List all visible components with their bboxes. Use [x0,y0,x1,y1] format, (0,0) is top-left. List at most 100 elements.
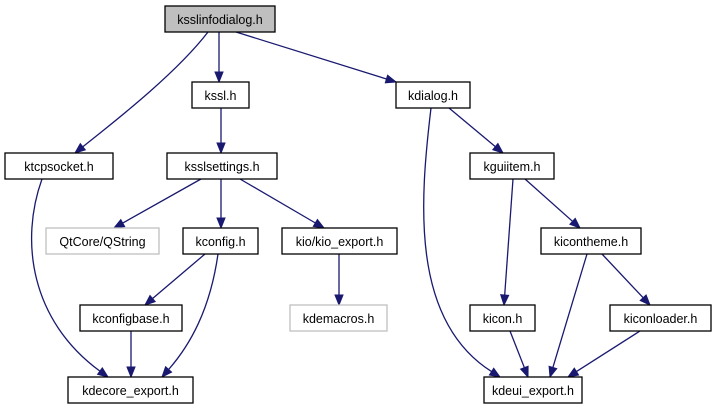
edge-kicon-to-kdeui_export [509,330,529,379]
edge-kconfig-to-kdecore_export [161,253,219,379]
node-kdemacros: kdemacros.h [289,304,388,332]
node-box [45,227,160,255]
node-box [281,227,398,255]
edge-kdialog-to-kguiitem [448,107,505,154]
arrowhead-icon [384,74,398,84]
edge-line [448,107,496,148]
node-label: kiconloader.h [624,312,698,326]
node-label: kdemacros.h [303,312,375,326]
nodes-layer: ksslinfodialog.h kssl.h kdialog.h ktcpsocke… [4,5,712,404]
node-kguiitem[interactable]: kguiitem.h [469,152,555,180]
node-box [4,152,114,180]
arrowhead-icon [569,217,582,229]
arrowhead-icon [143,294,157,306]
node-label: ksslinfodialog.h [177,13,263,27]
arrowhead-icon [216,217,226,230]
arrowhead-icon [214,71,224,84]
edge-line [423,107,492,373]
node-box [469,152,555,180]
node-box [67,376,194,404]
edge-kdialog-to-kdeui_export [423,107,502,378]
node-kio_export[interactable]: kio/kio_export.h [281,227,398,255]
arrowhead-icon [312,218,326,229]
node-label: kdialog.h [408,89,458,103]
arrowhead-icon [491,142,505,154]
edge-ksslinfodialog-to-kdialog [235,31,398,84]
node-label: ksslsettings.h [184,160,259,174]
node-kicontheme[interactable]: kicontheme.h [540,227,642,255]
node-label: ktcpsocket.h [24,160,94,174]
arrowhead-icon [96,367,110,378]
edge-line [152,253,206,299]
node-label: kicon.h [483,312,523,326]
node-box [483,376,583,404]
node-box [191,81,250,109]
node-label: kconfigbase.h [92,312,169,326]
node-box [540,227,642,255]
node-ktcpsocket[interactable]: ktcpsocket.h [4,152,114,180]
node-ksslsettings[interactable]: ksslsettings.h [166,152,278,180]
node-box [395,81,471,109]
node-qstring: QtCore/QString [45,227,160,255]
node-kdecore_export[interactable]: kdecore_export.h [67,376,194,404]
node-kicon[interactable]: kicon.h [469,304,536,332]
node-kdeui_export[interactable]: kdeui_export.h [483,376,583,404]
edge-line [509,330,526,368]
node-label: kdeui_export.h [492,384,574,398]
arrowhead-icon [639,294,651,306]
arrowhead-icon [161,365,173,379]
node-box [182,227,259,255]
node-box [469,304,536,332]
node-box [609,304,712,332]
edge-line [504,178,514,296]
edge-kicontheme-to-kiconloader [601,253,651,306]
edge-line [552,253,588,368]
edge-kiconloader-to-kdeui_export [566,330,641,378]
node-kconfig[interactable]: kconfig.h [182,227,259,255]
node-label: kguiitem.h [484,160,541,174]
arrowhead-icon [488,367,502,378]
edge-ksslsettings-to-qstring [112,178,202,229]
edge-line [122,178,202,224]
node-box [166,152,278,180]
node-kdialog[interactable]: kdialog.h [395,81,471,109]
edge-line [235,31,387,80]
node-label: kconfig.h [195,235,245,249]
arrowhead-icon [548,365,558,379]
edge-kicontheme-to-kdeui_export [548,253,588,379]
node-kiconloader[interactable]: kiconloader.h [609,304,712,332]
node-box [164,5,276,33]
edge-line [168,253,219,370]
edge-ktcpsocket-to-kdecore_export [30,178,110,378]
edge-line [524,178,573,222]
node-kssl[interactable]: kssl.h [191,81,250,109]
edge-line [239,178,316,224]
arrowhead-icon [216,142,226,155]
node-ksslinfodialog[interactable]: ksslinfodialog.h [164,5,276,33]
node-box [79,304,183,332]
arrowhead-icon [519,365,529,379]
edge-line [576,330,641,373]
edge-ksslinfodialog-to-ktcpsocket [73,31,209,154]
arrowhead-icon [112,218,126,229]
edge-ksslinfodialog-to-kssl [214,32,224,84]
edge-kguiitem-to-kicon [499,178,514,307]
arrowhead-icon [499,294,510,307]
node-label: kicontheme.h [554,235,628,249]
node-kconfigbase[interactable]: kconfigbase.h [79,304,183,332]
edge-ksslsettings-to-kio_export [239,178,326,229]
arrowhead-icon [126,366,136,379]
edge-line [82,31,209,148]
edge-kconfigbase-to-kdecore_export [126,331,136,379]
edge-line [30,178,101,372]
edge-ksslsettings-to-kconfig [216,179,226,230]
node-label: kssl.h [205,89,237,103]
node-box [289,304,388,332]
edge-kssl-to-ksslsettings [216,108,226,155]
arrowhead-icon [73,142,87,154]
arrowhead-icon [566,367,580,378]
arrowhead-icon [334,294,344,307]
edges-layer [30,31,651,379]
edge-line [601,253,644,299]
